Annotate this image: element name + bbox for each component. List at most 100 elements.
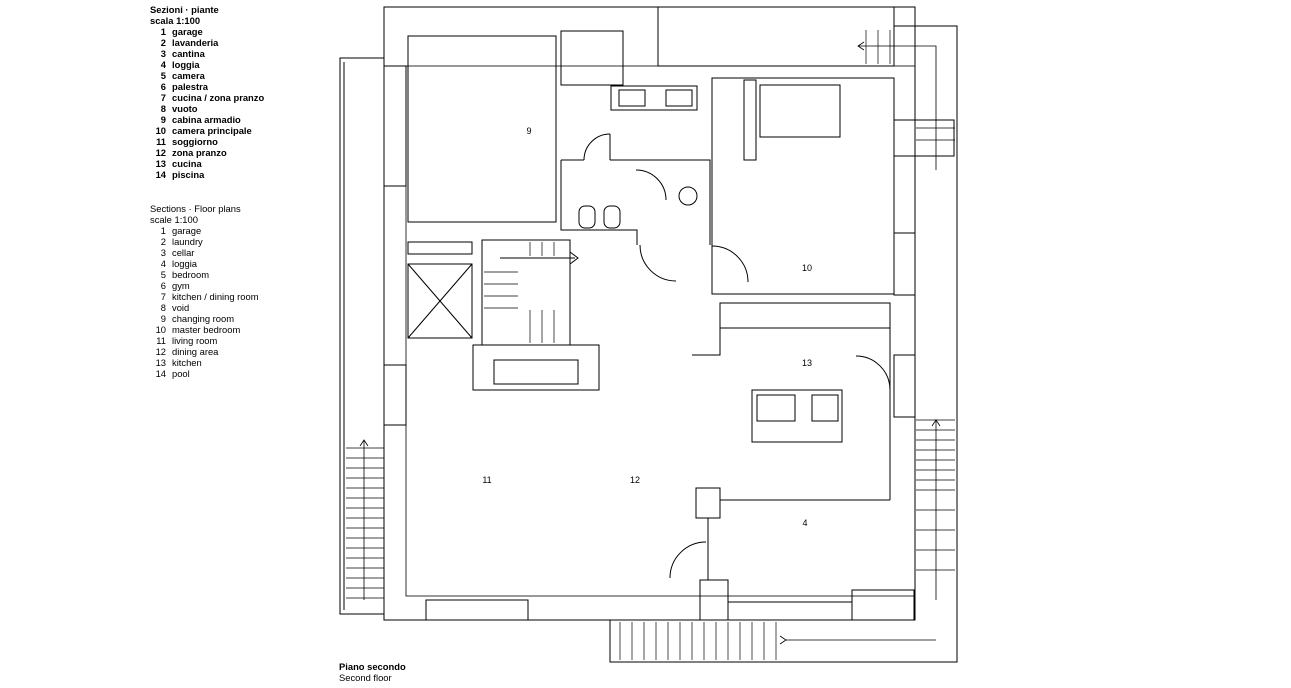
corner-pier (851, 589, 915, 621)
island-sink (756, 394, 796, 422)
legend-item-label: cellar (172, 247, 195, 258)
legend-item-label: pool (172, 368, 190, 379)
bed (759, 84, 841, 138)
legend-item-label: loggia (172, 258, 198, 269)
legend-item-label: cantina (172, 48, 205, 59)
legend-italian-title: Sezioni · piante (150, 4, 219, 15)
legend-item-number: 13 (155, 158, 166, 169)
plan-linework (339, 6, 958, 663)
room-10-walls (711, 77, 895, 295)
toilet-2 (603, 205, 621, 229)
sink-1 (618, 89, 646, 107)
arrow-head (931, 419, 941, 427)
legend-item-label: loggia (172, 59, 200, 70)
legend-item-number: 12 (155, 346, 166, 357)
void-8 (407, 263, 473, 339)
shower-drain (678, 186, 698, 206)
door-swing (669, 541, 707, 579)
arrow-head (779, 635, 787, 645)
door-swing (855, 355, 891, 391)
window-left (383, 364, 407, 426)
legend-item-label: cucina / zona pranzo (172, 92, 265, 103)
exterior-stair-frame (609, 25, 958, 663)
left-balcony (339, 57, 385, 615)
legend-item-label: piscina (172, 169, 205, 180)
legend-item: 13 kitchen (150, 357, 259, 368)
plan-caption: Piano secondo Second floor (339, 661, 406, 683)
frame-edge (893, 6, 915, 26)
legend-item-label: vuoto (172, 103, 198, 114)
top-right-block (657, 7, 915, 67)
window-bottom (425, 599, 529, 621)
legend-item-label: zona pranzo (172, 147, 227, 158)
legend-item: 8 vuoto (150, 103, 264, 114)
cabinet (560, 30, 624, 86)
window-left (383, 65, 407, 187)
island-hob (811, 394, 839, 422)
stair-arrow-head (569, 251, 579, 265)
legend-item: 13 cucina (150, 158, 264, 169)
legend-item-label: soggiorno (172, 136, 218, 147)
legend-item-number: 1 (160, 225, 166, 236)
window-right (893, 354, 916, 418)
legend-item-label: dining area (172, 346, 219, 357)
legend-item: 7 kitchen / dining room (150, 291, 259, 302)
door-swing (711, 245, 749, 283)
legend-item-number: 2 (160, 37, 166, 48)
room-9-walls (407, 35, 557, 223)
kitchen-island (751, 389, 843, 443)
legend-item-number: 12 (155, 147, 166, 158)
legend-item-label: changing room (172, 313, 235, 324)
legend-item: 12 zona pranzo (150, 147, 264, 158)
bathroom-wall-right (610, 159, 711, 245)
sink-2 (665, 89, 693, 107)
door-swing (583, 133, 611, 161)
legend-item-number: 4 (160, 59, 166, 70)
legend-item-label: lavanderia (172, 37, 219, 48)
legend-item-number: 14 (155, 169, 166, 180)
window-right (893, 232, 916, 296)
room-label-10: 10 (802, 263, 812, 273)
corner-pier (699, 579, 729, 621)
legend-item-number: 10 (155, 324, 166, 335)
legend-item: 2 lavanderia (150, 37, 264, 48)
room-label-11: 11 (482, 475, 491, 485)
legend-item-label: gym (172, 280, 190, 291)
legend-item-number: 13 (155, 357, 166, 368)
legend-item-number: 6 (160, 280, 166, 291)
legend-item-number: 8 (160, 302, 166, 313)
legend-item-label: garage (172, 26, 203, 37)
legend-item-label: kitchen (172, 357, 202, 368)
void-strip (407, 241, 473, 255)
legend-english-title: Sections · Floor plans (150, 203, 241, 214)
legend-item-number: 8 (160, 103, 166, 114)
legend-item-number: 7 (160, 92, 166, 103)
void-cross (407, 263, 473, 339)
stair-core (481, 239, 571, 346)
legend-item: 11 soggiorno (150, 136, 264, 147)
legend-item-number: 7 (160, 291, 166, 302)
bathroom-counter (610, 85, 698, 111)
legend-item: 14 piscina (150, 169, 264, 180)
legend-item-number: 11 (156, 136, 166, 147)
legend-item: 12 dining area (150, 346, 259, 357)
legend-item-label: cucina (172, 158, 202, 169)
stair-landing-right (893, 119, 955, 157)
legend-item-label: kitchen / dining room (172, 291, 259, 302)
legend-item: 6 gym (150, 280, 259, 291)
legend-item: 4 loggia (150, 59, 264, 70)
arrow-line (858, 45, 937, 170)
legend-item-number: 3 (160, 48, 166, 59)
legend-item: 7 cucina / zona pranzo (150, 92, 264, 103)
legend-italian-scale: scala 1:100 (150, 15, 201, 26)
